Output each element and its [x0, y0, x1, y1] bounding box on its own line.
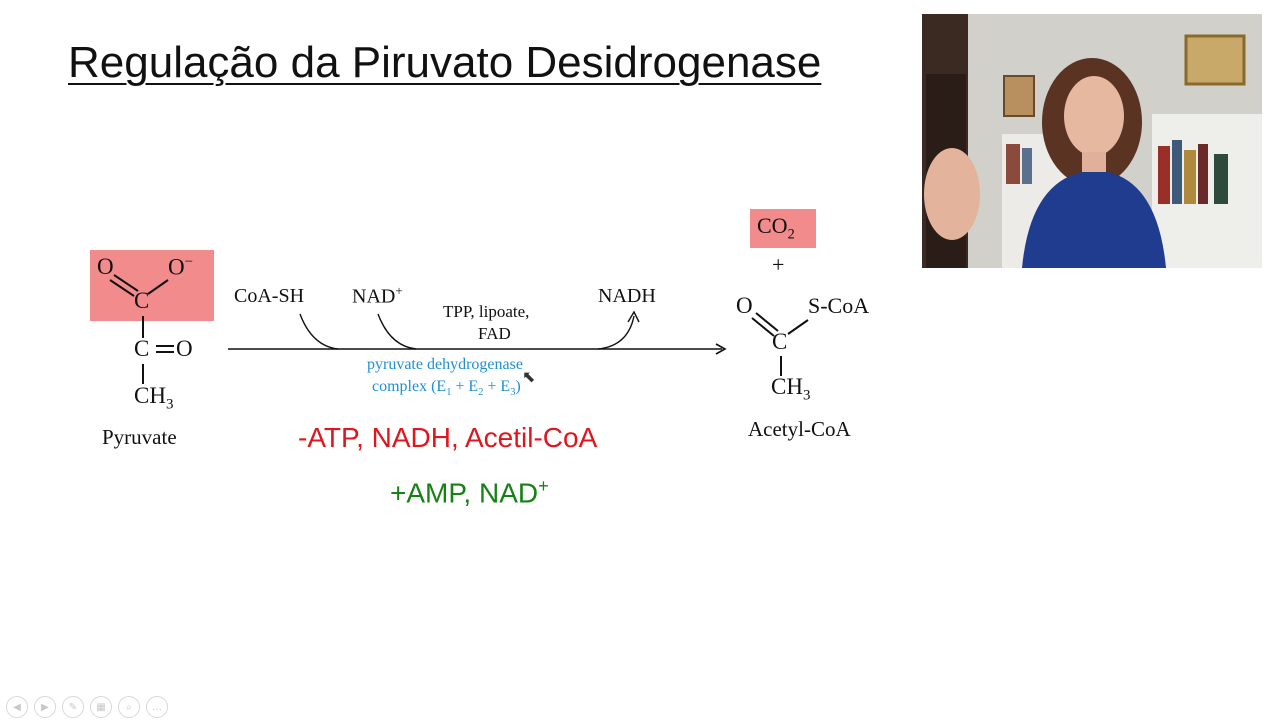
pyruvate-bonds	[109, 274, 174, 384]
prev-icon[interactable]: ◀	[6, 696, 28, 718]
pyruvate-ch3: CH3	[134, 383, 174, 413]
slide-player-controls: ◀ ▶ ✎ ▦ ⌕ …	[6, 696, 168, 718]
activators-text: +AMP, NAD+	[390, 476, 549, 509]
acetyl-o: O	[736, 293, 753, 318]
next-icon[interactable]: ▶	[34, 696, 56, 718]
pyruvate-ketone-o: O	[176, 336, 193, 361]
slides-icon[interactable]: ▦	[90, 696, 112, 718]
pyruvate-o-right: O−	[168, 254, 194, 280]
pyruvate-label: Pyruvate	[102, 425, 177, 449]
acetyl-bonds	[751, 312, 809, 376]
nad-label: NAD+	[352, 283, 403, 308]
enzyme-name-line1: pyruvate dehydrogenase	[367, 356, 523, 373]
acetyl-ch3: CH3	[771, 374, 811, 404]
zoom-icon[interactable]: ⌕	[118, 696, 140, 718]
reaction-arrow	[228, 310, 727, 355]
pen-icon[interactable]: ✎	[62, 696, 84, 718]
enzyme-name-line2: complex (E1 + E2 + E3)	[372, 378, 521, 399]
co2-highlight	[750, 209, 816, 248]
acetyl-coa-label: Acetyl-CoA	[748, 417, 851, 441]
co2-label: CO2	[757, 213, 795, 243]
acetyl-c: C	[772, 329, 788, 354]
presenter-webcam	[922, 14, 1262, 268]
more-icon[interactable]: …	[146, 696, 168, 718]
pyruvate-c1: C	[134, 288, 150, 313]
slide-title: Regulação da Piruvato Desidrogenase	[68, 38, 822, 87]
pyruvate-o-left: O	[97, 254, 114, 279]
coa-sh-label: CoA-SH	[234, 285, 305, 307]
co2-plus: +	[772, 252, 785, 277]
mouse-cursor-icon: ⬉	[522, 367, 536, 386]
nadh-label: NADH	[598, 285, 656, 307]
prosthetic-line2: FAD	[478, 324, 511, 343]
pyruvate-c2: C	[134, 336, 150, 361]
acetyl-scoa: S-CoA	[808, 293, 870, 318]
pyruvate-carboxyl-highlight	[90, 250, 214, 321]
inhibitors-text: -ATP, NADH, Acetil-CoA	[298, 422, 598, 453]
prosthetic-line1: TPP, lipoate,	[443, 302, 530, 321]
